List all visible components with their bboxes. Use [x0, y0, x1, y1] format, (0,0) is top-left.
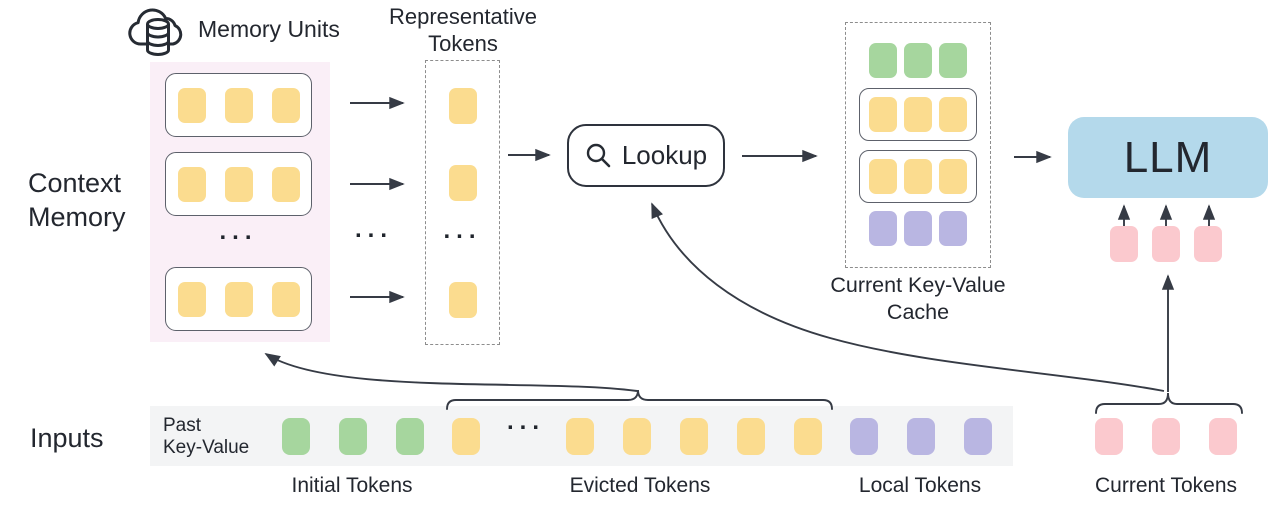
yellow-token — [271, 87, 300, 123]
current-tokens-label: Current Tokens — [1094, 474, 1238, 497]
yellow-token — [448, 282, 477, 318]
memory-unit-row — [165, 267, 312, 331]
pink-token — [1152, 226, 1180, 262]
representative-tokens-label: Representative Tokens — [387, 3, 539, 57]
green-token — [869, 43, 897, 78]
current-kv-cache-label-line2: Cache — [886, 300, 950, 324]
memory-units-label: Memory Units — [198, 16, 340, 42]
yellow-token — [869, 97, 897, 132]
memory-unit-row — [165, 152, 312, 216]
evicted-tokens-group-post — [566, 418, 822, 455]
yellow-token — [271, 166, 300, 202]
yellow-token — [869, 159, 897, 194]
representative-token-slot — [426, 282, 499, 318]
context-memory-panel: ... — [150, 62, 330, 342]
context-memory-label: Context Memory — [28, 166, 126, 234]
memory-rows-ellipsis: ... — [219, 218, 258, 245]
yellow-token — [794, 418, 822, 455]
yellow-token — [737, 418, 765, 455]
green-token — [396, 418, 424, 455]
purple-token — [907, 418, 935, 455]
pink-token — [1194, 226, 1222, 262]
pink-token — [1152, 418, 1180, 455]
yellow-token — [566, 418, 594, 455]
llm-input-tokens — [1110, 226, 1222, 262]
search-icon — [585, 142, 612, 169]
purple-token — [964, 418, 992, 455]
green-token — [939, 43, 967, 78]
local-tokens-group — [850, 418, 992, 455]
representative-token-slot — [426, 165, 499, 201]
yellow-token — [224, 87, 253, 123]
green-token — [282, 418, 310, 455]
representative-tokens-label-line2: Tokens — [428, 31, 498, 56]
yellow-token — [623, 418, 651, 455]
initial-tokens-label: Initial Tokens — [291, 474, 413, 497]
purple-token — [850, 418, 878, 455]
representative-ellipsis: ... — [443, 217, 482, 244]
lookup-button: Lookup — [567, 124, 725, 187]
kv-cache-row-memory-unit — [859, 150, 977, 203]
current-kv-cache-label: Current Key-Value Cache — [818, 272, 1018, 326]
yellow-token — [939, 97, 967, 132]
evicted-tokens-group-pre — [452, 418, 480, 455]
kv-cache-row-initial — [869, 43, 967, 78]
representative-tokens-box: ... — [425, 60, 500, 345]
yellow-token — [904, 159, 932, 194]
kv-cache-row-memory-unit — [859, 88, 977, 141]
green-token — [904, 43, 932, 78]
yellow-token — [680, 418, 708, 455]
yellow-token — [271, 281, 300, 317]
inputs-label: Inputs — [30, 423, 104, 453]
green-token — [339, 418, 367, 455]
pink-token — [1095, 418, 1123, 455]
lookup-button-label: Lookup — [621, 140, 708, 170]
context-memory-label-line2: Memory — [28, 202, 126, 232]
yellow-token — [224, 166, 253, 202]
past-kv-label-line2: Key-Value — [163, 437, 250, 458]
local-tokens-label: Local Tokens — [858, 474, 982, 497]
yellow-token — [452, 418, 480, 455]
yellow-token — [224, 281, 253, 317]
cloud-database-icon — [128, 2, 192, 60]
kv-cache-row-local — [869, 211, 967, 246]
purple-token — [939, 211, 967, 246]
past-kv-label-line1: Past — [163, 415, 202, 436]
llm-box: LLM — [1068, 117, 1268, 198]
evicted-ellipsis: ... — [506, 408, 545, 435]
pink-token — [1209, 418, 1237, 455]
purple-token — [869, 211, 897, 246]
yellow-token — [177, 166, 206, 202]
current-kv-cache-box — [845, 22, 991, 268]
yellow-token — [448, 165, 477, 201]
initial-tokens-group — [282, 418, 424, 455]
representative-token-slot — [426, 88, 499, 124]
brace-current-tokens — [1095, 392, 1243, 414]
yellow-token — [939, 159, 967, 194]
current-kv-cache-label-line1: Current Key-Value — [830, 273, 1006, 297]
yellow-token — [177, 87, 206, 123]
yellow-token — [904, 97, 932, 132]
evicted-tokens-label: Evicted Tokens — [569, 474, 711, 497]
pink-token — [1110, 226, 1138, 262]
arrows-ellipsis: ... — [354, 216, 393, 243]
purple-token — [904, 211, 932, 246]
memory-unit-row — [165, 73, 312, 137]
llm-label: LLM — [1123, 132, 1213, 182]
context-memory-label-line1: Context — [28, 168, 122, 198]
past-kv-label: Past Key-Value — [163, 415, 249, 459]
representative-tokens-label-line1: Representative — [389, 4, 537, 29]
curve-evicted-to-context-memory — [264, 353, 638, 392]
yellow-token — [177, 281, 206, 317]
current-tokens-group — [1095, 418, 1237, 455]
yellow-token — [448, 88, 477, 124]
